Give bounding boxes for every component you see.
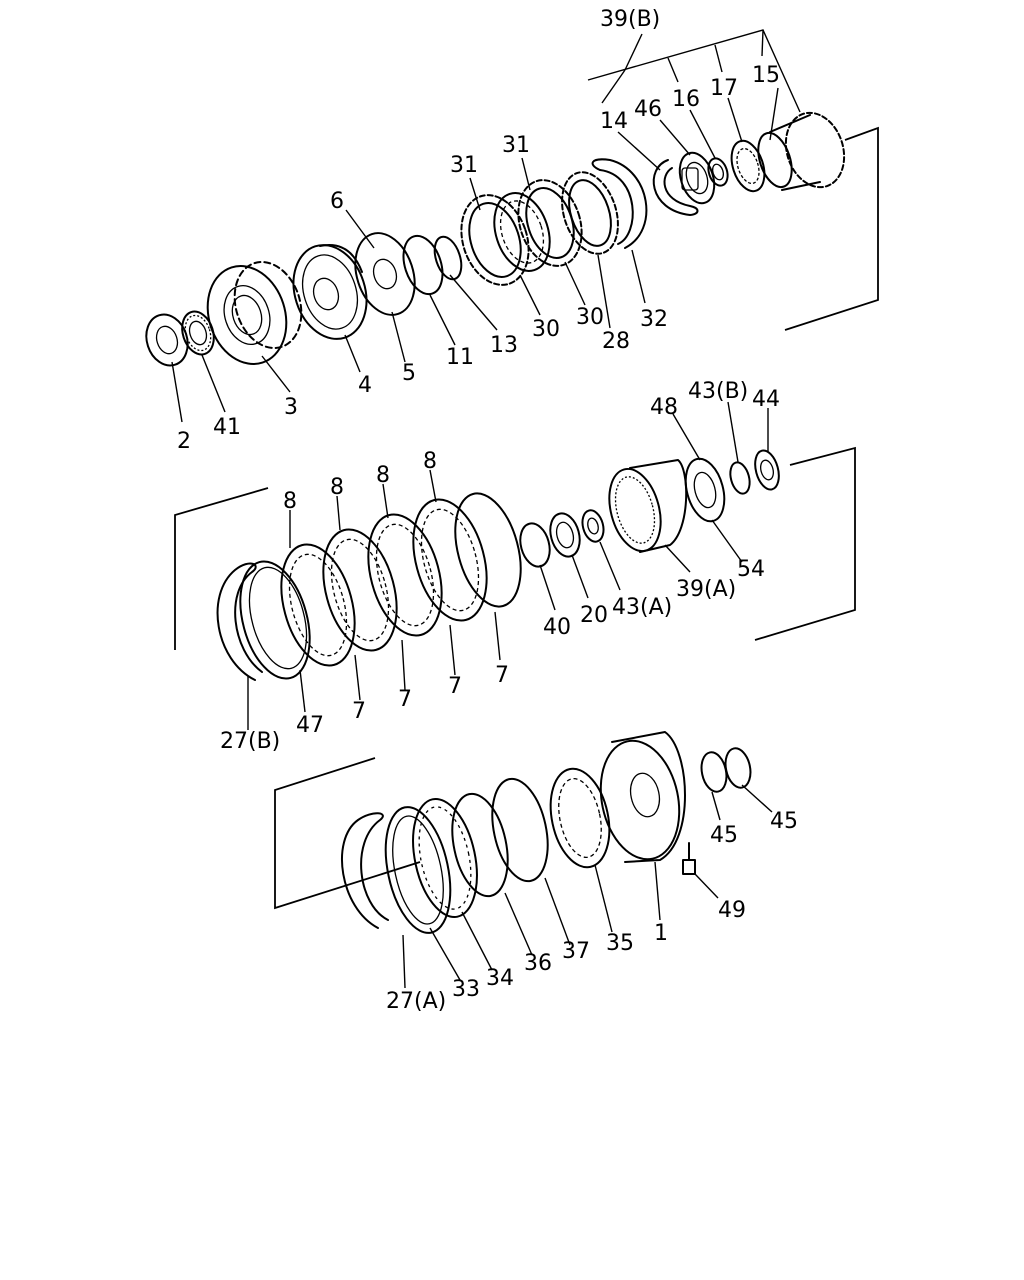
part-37-seal-ring [491, 777, 549, 883]
label-6: 6 [330, 189, 344, 214]
leader-lines [171, 29, 801, 989]
part-40-thrust-washer [519, 522, 551, 568]
label-1: 1 [654, 921, 668, 946]
part-47-retaining-plate [239, 560, 311, 680]
part-14-snap-ring [652, 159, 699, 216]
label-45-second: 45 [770, 809, 798, 834]
section-frame-bottom [274, 757, 421, 910]
label-33: 33 [452, 977, 480, 1002]
label-35: 35 [606, 931, 634, 956]
label-41: 41 [213, 415, 241, 440]
label-7-first: 7 [495, 663, 509, 688]
part-27a-snap-ring [340, 812, 389, 929]
part-30-plate-inner [493, 192, 551, 272]
label-7-fourth: 7 [352, 699, 366, 724]
label-14: 14 [600, 109, 628, 134]
part-3-gear-hub [206, 261, 303, 365]
part-33-pressure-plate [384, 806, 452, 934]
label-2: 2 [177, 429, 191, 454]
part-43a-washer [581, 509, 605, 543]
part-31-disc-outer [460, 194, 530, 286]
label-8-fourth: 8 [423, 449, 437, 474]
label-49: 49 [718, 898, 746, 923]
part-27b-snap-ring [216, 562, 263, 681]
part-46-sun-gear [678, 151, 716, 205]
label-31-first: 31 [450, 153, 478, 178]
label-34: 34 [486, 966, 514, 991]
section-frame-middle [174, 446, 856, 650]
label-4: 4 [358, 373, 372, 398]
part-36-seal-ring [451, 792, 509, 898]
label-43a: 43(A) [612, 595, 672, 620]
part-32-snap-ring [591, 158, 648, 249]
section-frame-top [784, 126, 879, 331]
label-43b: 43(B) [688, 379, 748, 404]
part-45-seal-rings [700, 747, 752, 793]
label-39b: 39(B) [600, 7, 660, 32]
label-27a: 27(A) [386, 989, 446, 1014]
label-8-first: 8 [283, 489, 297, 514]
part-16-bushing [707, 157, 729, 187]
part-2-thrust-washer [145, 313, 189, 367]
label-5: 5 [402, 361, 416, 386]
label-30-second: 30 [576, 305, 604, 330]
label-16: 16 [672, 87, 700, 112]
label-15: 15 [752, 63, 780, 88]
label-30-first: 30 [532, 317, 560, 342]
part-1-housing [599, 731, 686, 863]
part-48-54-hub [684, 457, 726, 523]
label-37: 37 [562, 939, 590, 964]
label-17: 17 [710, 76, 738, 101]
label-32: 32 [640, 307, 668, 332]
label-11: 11 [446, 345, 474, 370]
part-43b-washer [729, 461, 751, 495]
label-13: 13 [490, 333, 518, 358]
part-4-drum [292, 244, 368, 340]
part-39a-ring-gear [608, 459, 688, 553]
label-36: 36 [524, 951, 552, 976]
label-20: 20 [580, 603, 608, 628]
label-28: 28 [602, 329, 630, 354]
label-31-second: 31 [502, 133, 530, 158]
label-46: 46 [634, 97, 662, 122]
label-45-first: 45 [710, 823, 738, 848]
label-3: 3 [284, 395, 298, 420]
part-28-pressure-plate [561, 171, 619, 255]
part-49-bolt [682, 842, 696, 875]
label-7-third: 7 [398, 687, 412, 712]
label-40: 40 [543, 615, 571, 640]
part-11-spring-retainer [402, 234, 444, 296]
part-44-thrust-bearing [754, 449, 780, 491]
label-27b: 27(B) [220, 729, 280, 754]
part-labels: 39(B) 15 17 16 46 14 31 31 6 30 30 32 28… [177, 7, 798, 1014]
part-34-piston [412, 797, 478, 919]
label-7-second: 7 [448, 674, 462, 699]
label-54: 54 [737, 557, 765, 582]
part-7-8-clutch-pack [280, 492, 522, 667]
label-44: 44 [752, 387, 780, 412]
label-48: 48 [650, 395, 678, 420]
part-5-washer [354, 232, 416, 316]
label-39a: 39(A) [676, 577, 736, 602]
part-15-planetary-carrier [757, 111, 846, 191]
label-8-third: 8 [376, 463, 390, 488]
part-17-bearing [730, 139, 766, 193]
part-13-snap-ring [433, 235, 463, 281]
label-47: 47 [296, 713, 324, 738]
label-8-second: 8 [330, 475, 344, 500]
part-20-needle-bearing [549, 512, 581, 558]
